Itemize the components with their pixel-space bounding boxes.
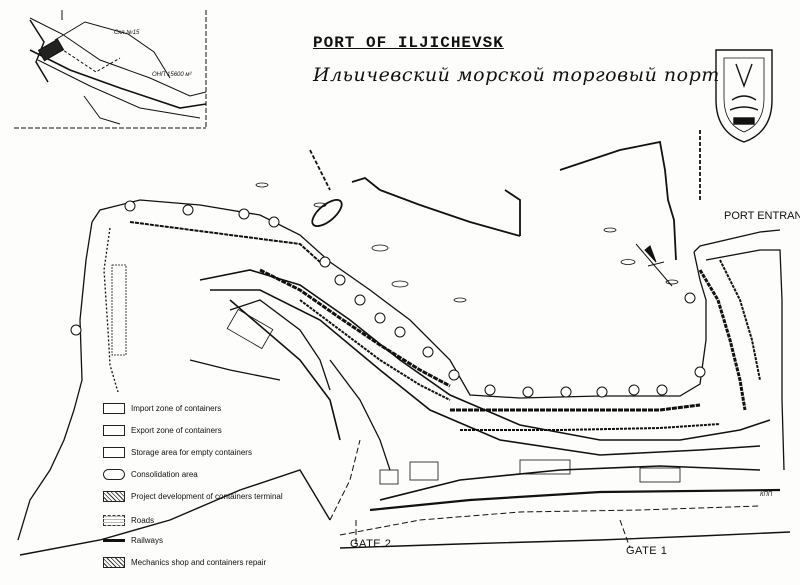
legend-swatch bbox=[103, 538, 125, 542]
page-subtitle: Ильичевский морской торговый порт bbox=[313, 64, 720, 86]
legend-export: Export zone of containers bbox=[103, 422, 222, 438]
legend-swatch bbox=[103, 424, 125, 436]
legend-label: Roads bbox=[131, 515, 155, 525]
legend-label: Import zone of containers bbox=[131, 403, 222, 413]
legend-label: Consolidation area bbox=[131, 469, 198, 479]
legend-label: Storage area for empty containers bbox=[131, 447, 252, 457]
legend-empty: Storage area for empty containers bbox=[103, 444, 252, 460]
legend-import: Import zone of containers bbox=[103, 400, 221, 416]
terminal-blocks bbox=[111, 221, 761, 485]
legend-swatch bbox=[103, 556, 125, 568]
inset-area-label: ОНП 15600 м² bbox=[152, 72, 192, 78]
berth-markers bbox=[70, 200, 706, 398]
inset-tag-label: Скл №15 bbox=[114, 30, 140, 36]
legend-label: Project development of containers termin… bbox=[131, 491, 283, 501]
port-entrance-label: PORT ENTRAN bbox=[724, 210, 800, 222]
legend-swatch bbox=[103, 402, 125, 414]
kpp-label: КПП bbox=[760, 492, 773, 498]
coastline bbox=[17, 199, 785, 541]
gate-1-label: GATE 1 bbox=[626, 545, 668, 557]
roads bbox=[329, 439, 761, 549]
legend-mech: Mechanics shop and containers repair bbox=[103, 554, 266, 570]
legend-project: Project development of containers termin… bbox=[103, 488, 283, 504]
page-title: PORT OF ILJICHEVSK bbox=[313, 34, 504, 52]
coat-of-arms-icon bbox=[715, 49, 773, 143]
anchorage-markers bbox=[255, 182, 679, 303]
legend-label: Railways bbox=[131, 535, 164, 545]
legend-swatch bbox=[103, 446, 125, 458]
legend-roads: Roads bbox=[103, 512, 154, 528]
legend-swatch bbox=[103, 490, 125, 502]
inset-map bbox=[14, 10, 207, 129]
railways bbox=[199, 269, 781, 512]
legend-swatch bbox=[103, 468, 125, 480]
legend-consol: Consolidation area bbox=[103, 466, 198, 482]
gate-2-label: GATE 2 bbox=[350, 538, 392, 550]
bottom-shore bbox=[19, 469, 791, 556]
legend-rail: Railways bbox=[103, 532, 163, 548]
legend-swatch bbox=[103, 514, 125, 526]
legend-label: Mechanics shop and containers repair bbox=[131, 557, 267, 567]
breakwaters bbox=[309, 130, 701, 261]
legend-label: Export zone of containers bbox=[131, 425, 222, 435]
compass-rose-icon bbox=[635, 243, 673, 287]
